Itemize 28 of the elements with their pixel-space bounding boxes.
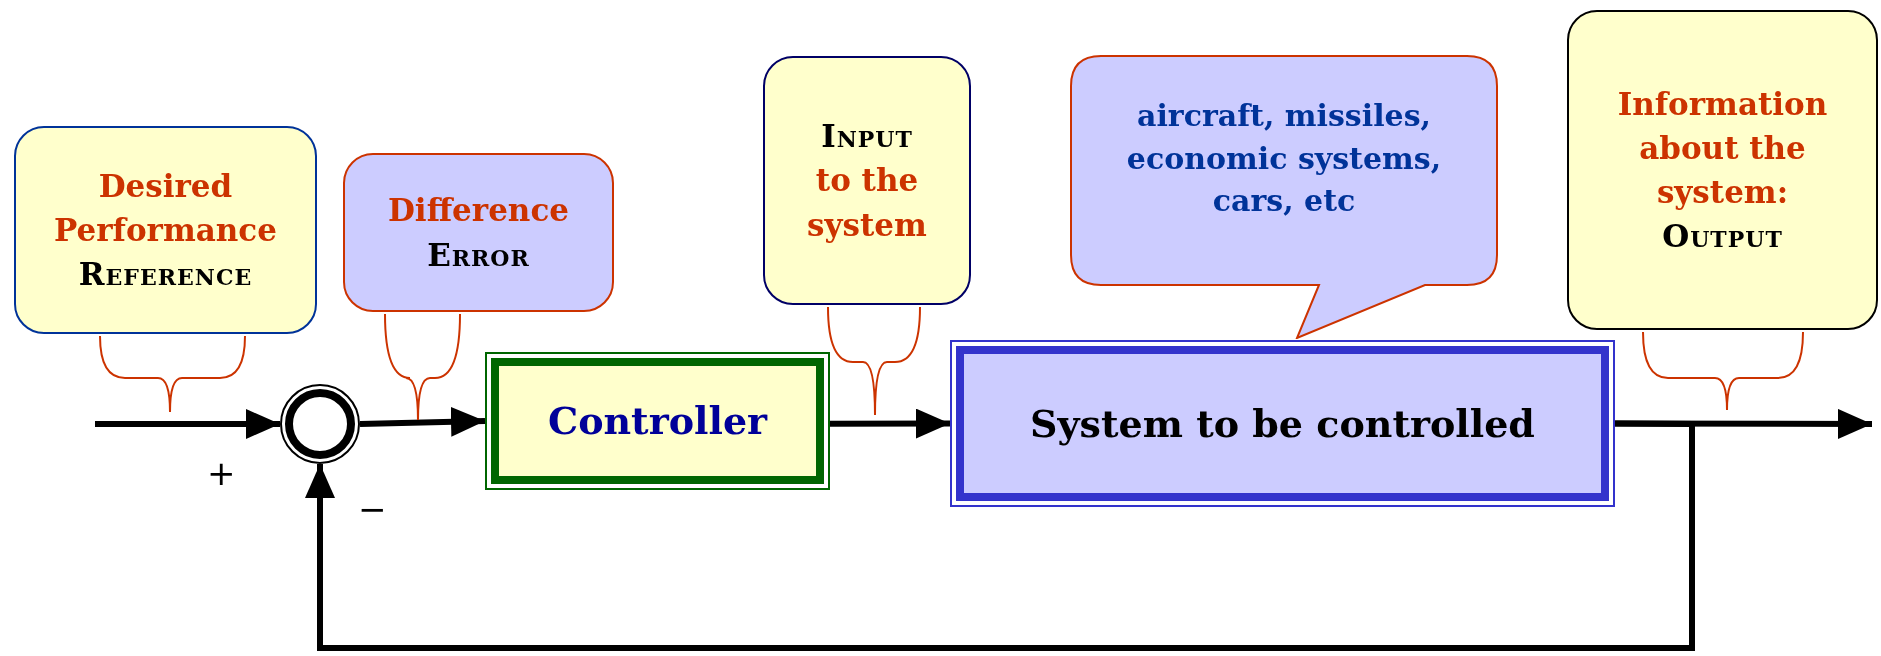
callout-box — [1567, 10, 1878, 330]
signal-arrow — [305, 420, 1695, 651]
signal-arrow — [1615, 408, 1872, 439]
summing-junction — [280, 384, 360, 464]
callout-text: Error — [426, 235, 531, 275]
callout-text: Desired Performance — [53, 166, 278, 250]
callout-text: Reference — [77, 255, 254, 294]
callout-text: Information about the system: — [1616, 84, 1829, 212]
speech-bubble — [1070, 55, 1498, 339]
process-box — [950, 340, 1615, 507]
minus-sign: − — [358, 492, 387, 526]
signal-arrow — [95, 409, 280, 439]
signal-arrow — [359, 406, 486, 437]
callout-box — [763, 56, 971, 305]
box-label: Controller — [546, 397, 769, 445]
callout-text: Input — [820, 117, 914, 157]
callout-text: aircraft, missiles, economic systems, cars, etc — [1125, 97, 1443, 221]
process-box — [485, 352, 830, 490]
signal-arrow — [830, 408, 950, 439]
callout-box — [14, 126, 317, 334]
plus-sign: + — [207, 456, 236, 490]
callout-text: Output — [1661, 217, 1784, 256]
brace-leader — [384, 313, 461, 421]
brace-leader — [827, 306, 921, 416]
callout-text: to the system — [806, 161, 928, 245]
box-label: System to be controlled — [1029, 399, 1536, 448]
callout-box — [343, 153, 614, 312]
callout-text: Difference — [387, 191, 570, 231]
